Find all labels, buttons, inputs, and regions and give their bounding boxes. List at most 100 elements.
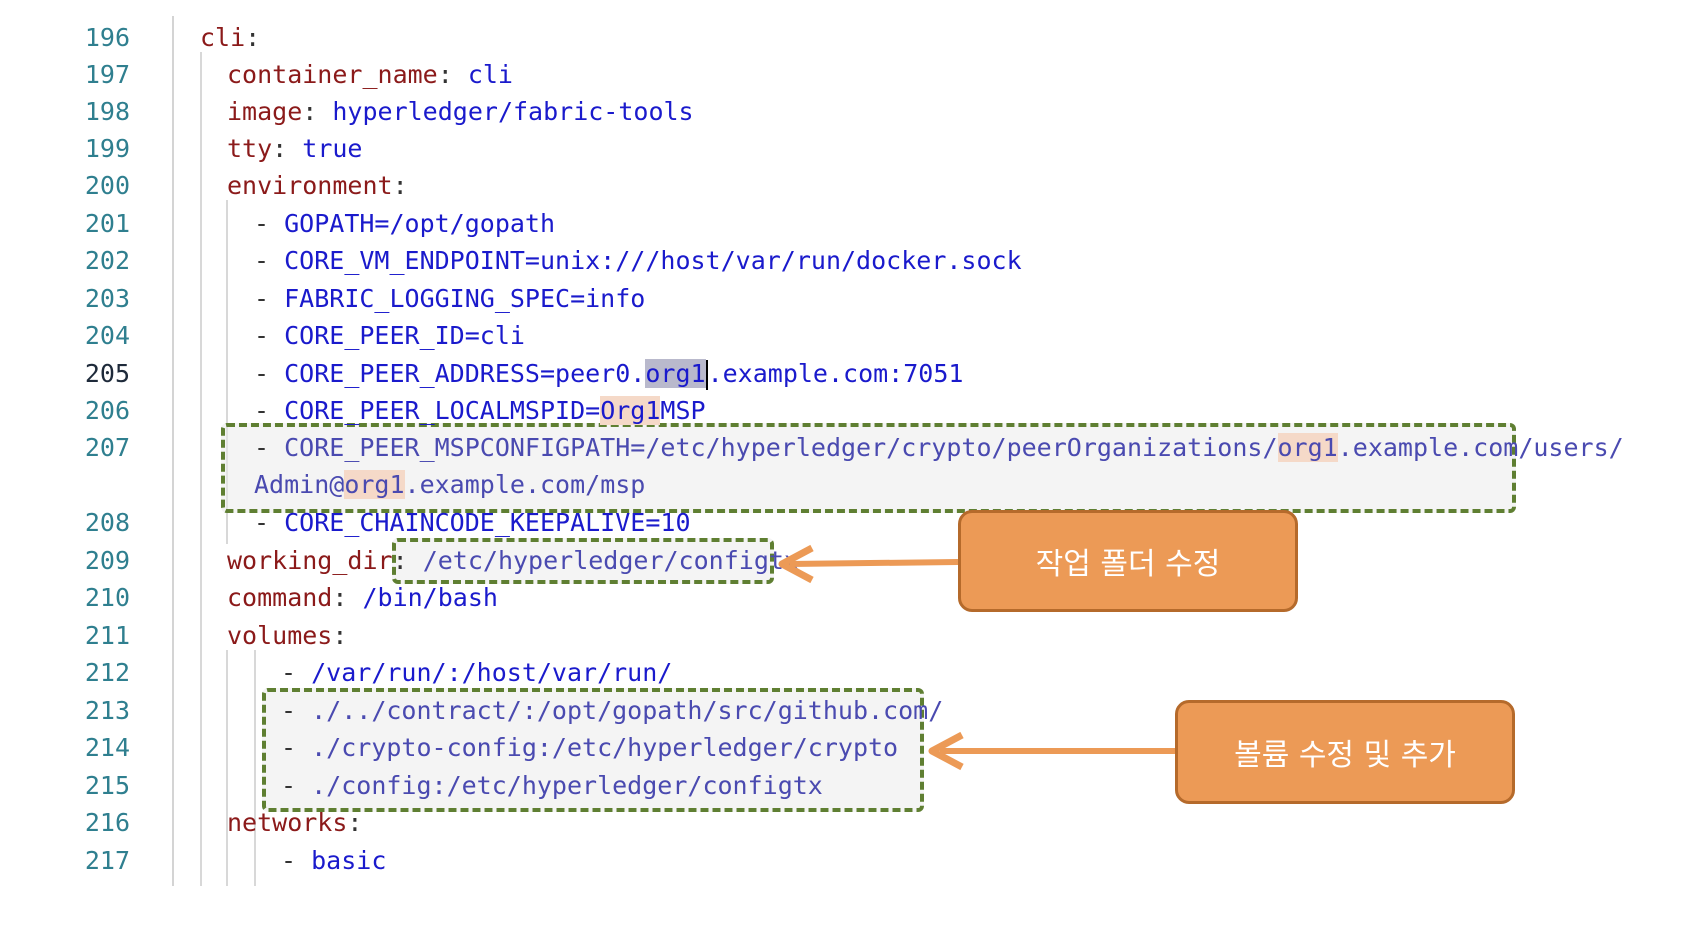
code-line-202: - CORE_VM_ENDPOINT=unix:///host/var/run/… (254, 243, 1022, 279)
code-line-208: - CORE_CHAINCODE_KEEPALIVE=10 (254, 505, 691, 541)
yaml-value: .example.com/users/ (1337, 433, 1624, 462)
code-line-211: volumes: (227, 618, 347, 654)
line-number: 214 (84, 733, 130, 762)
yaml-colon: : (302, 97, 333, 126)
yaml-dash: - (254, 246, 285, 275)
line-number: 209 (84, 546, 130, 575)
yaml-value: true (302, 134, 363, 163)
yaml-value: FABRIC_LOGGING_SPEC=info (284, 284, 646, 313)
code-line-210: command: /bin/bash (227, 580, 498, 616)
search-match: Org1 (600, 396, 661, 425)
volumes-callout: 볼륨 수정 및 추가 (1175, 700, 1515, 804)
yaml-colon: : (332, 583, 363, 612)
line-number: 211 (84, 621, 130, 650)
indent-guide (226, 650, 228, 886)
line-number: 212 (84, 658, 130, 687)
arrow-head-icon (928, 731, 964, 771)
indent-guide (226, 200, 228, 544)
line-number: 215 (84, 771, 130, 800)
code-line-196: cli: (200, 20, 260, 56)
line-number: 196 (84, 23, 130, 52)
line-number: 200 (84, 171, 130, 200)
yaml-dash: - (254, 396, 285, 425)
code-line-200: environment: (227, 168, 408, 204)
yaml-value: CORE_PEER_ID=cli (284, 321, 525, 350)
code-line-207: - CORE_PEER_MSPCONFIGPATH=/etc/hyperledg… (254, 430, 1624, 466)
yaml-colon: : (437, 60, 468, 89)
yaml-value: cli (467, 60, 513, 89)
yaml-value: basic (311, 846, 387, 875)
yaml-colon: : (332, 621, 348, 650)
line-number: 217 (84, 846, 130, 875)
line-number: 207 (84, 433, 130, 462)
arrow-line (789, 559, 959, 567)
yaml-dash: - (254, 209, 285, 238)
arrow-head-icon (778, 544, 814, 584)
code-line-198: image: hyperledger/fabric-tools (227, 94, 694, 130)
yaml-value: CORE_VM_ENDPOINT=unix:///host/var/run/do… (284, 246, 1022, 275)
yaml-value: /etc/hyperledger/configtx (422, 546, 799, 575)
yaml-key: command (227, 583, 333, 612)
yaml-key: container_name (227, 60, 438, 89)
yaml-key: volumes (227, 621, 333, 650)
line-number: 202 (84, 246, 130, 275)
code-line-197: container_name: cli (227, 57, 513, 93)
line-number: 199 (84, 134, 130, 163)
selected-word: org1 (645, 359, 706, 388)
code-line-199: tty: true (227, 131, 362, 167)
yaml-dash: - (281, 846, 312, 875)
yaml-value: GOPATH=/opt/gopath (284, 209, 556, 238)
yaml-value: .example.com/msp (404, 470, 646, 499)
yaml-key: tty (227, 134, 273, 163)
yaml-value: CORE_CHAINCODE_KEEPALIVE=10 (284, 508, 691, 537)
yaml-colon: : (347, 808, 363, 837)
code-line-216: networks: (227, 805, 362, 841)
indent-guide (200, 52, 202, 886)
volumes-highlight-box (262, 688, 924, 812)
working-dir-callout: 작업 폴더 수정 (958, 510, 1298, 612)
code-line-213: - ./../contract/:/opt/gopath/src/github.… (281, 693, 943, 729)
code-line-214: - ./crypto-config:/etc/hyperledger/crypt… (281, 730, 898, 766)
code-line-205[interactable]: - CORE_PEER_ADDRESS=peer0.org1.example.c… (254, 356, 963, 392)
yaml-dash: - (254, 433, 285, 462)
line-number-active: 205 (84, 359, 130, 388)
yaml-dash: - (254, 508, 285, 537)
line-number: 198 (84, 97, 130, 126)
yaml-dash: - (281, 771, 312, 800)
yaml-value: CORE_PEER_ADDRESS=peer0. (284, 359, 646, 388)
yaml-value: ./crypto-config:/etc/hyperledger/crypto (311, 733, 899, 762)
yaml-dash: - (281, 733, 312, 762)
code-line-215: - ./config:/etc/hyperledger/configtx (281, 768, 823, 804)
yaml-value: .example.com:7051 (707, 359, 964, 388)
yaml-colon: : (392, 546, 423, 575)
yaml-dash: - (254, 321, 285, 350)
yaml-dash: - (254, 359, 285, 388)
line-number: 213 (84, 696, 130, 725)
yaml-value: CORE_PEER_MSPCONFIGPATH=/etc/hyperledger… (284, 433, 1278, 462)
line-number: 216 (84, 808, 130, 837)
yaml-colon: : (245, 23, 261, 52)
yaml-value: Admin@ (254, 470, 345, 499)
yaml-key: working_dir (227, 546, 393, 575)
code-line-207-wrap: Admin@org1.example.com/msp (254, 467, 645, 503)
line-number: 206 (84, 396, 130, 425)
yaml-key: cli (200, 23, 246, 52)
line-number: 197 (84, 60, 130, 89)
code-line-209: working_dir: /etc/hyperledger/configtx (227, 543, 799, 579)
yaml-dash: - (281, 696, 312, 725)
yaml-colon: : (272, 134, 303, 163)
yaml-key: image (227, 97, 303, 126)
yaml-value: /bin/bash (362, 583, 498, 612)
yaml-value: ./config:/etc/hyperledger/configtx (311, 771, 823, 800)
code-line-201: - GOPATH=/opt/gopath (254, 206, 555, 242)
yaml-colon: : (392, 171, 408, 200)
yaml-value: /var/run/:/host/var/run/ (311, 658, 673, 687)
line-number: 201 (84, 209, 130, 238)
line-number: 210 (84, 583, 130, 612)
code-line-203: - FABRIC_LOGGING_SPEC=info (254, 281, 645, 317)
line-number: 204 (84, 321, 130, 350)
yaml-value: MSP (660, 396, 706, 425)
yaml-key: networks (227, 808, 348, 837)
code-line-217: - basic (281, 843, 386, 879)
